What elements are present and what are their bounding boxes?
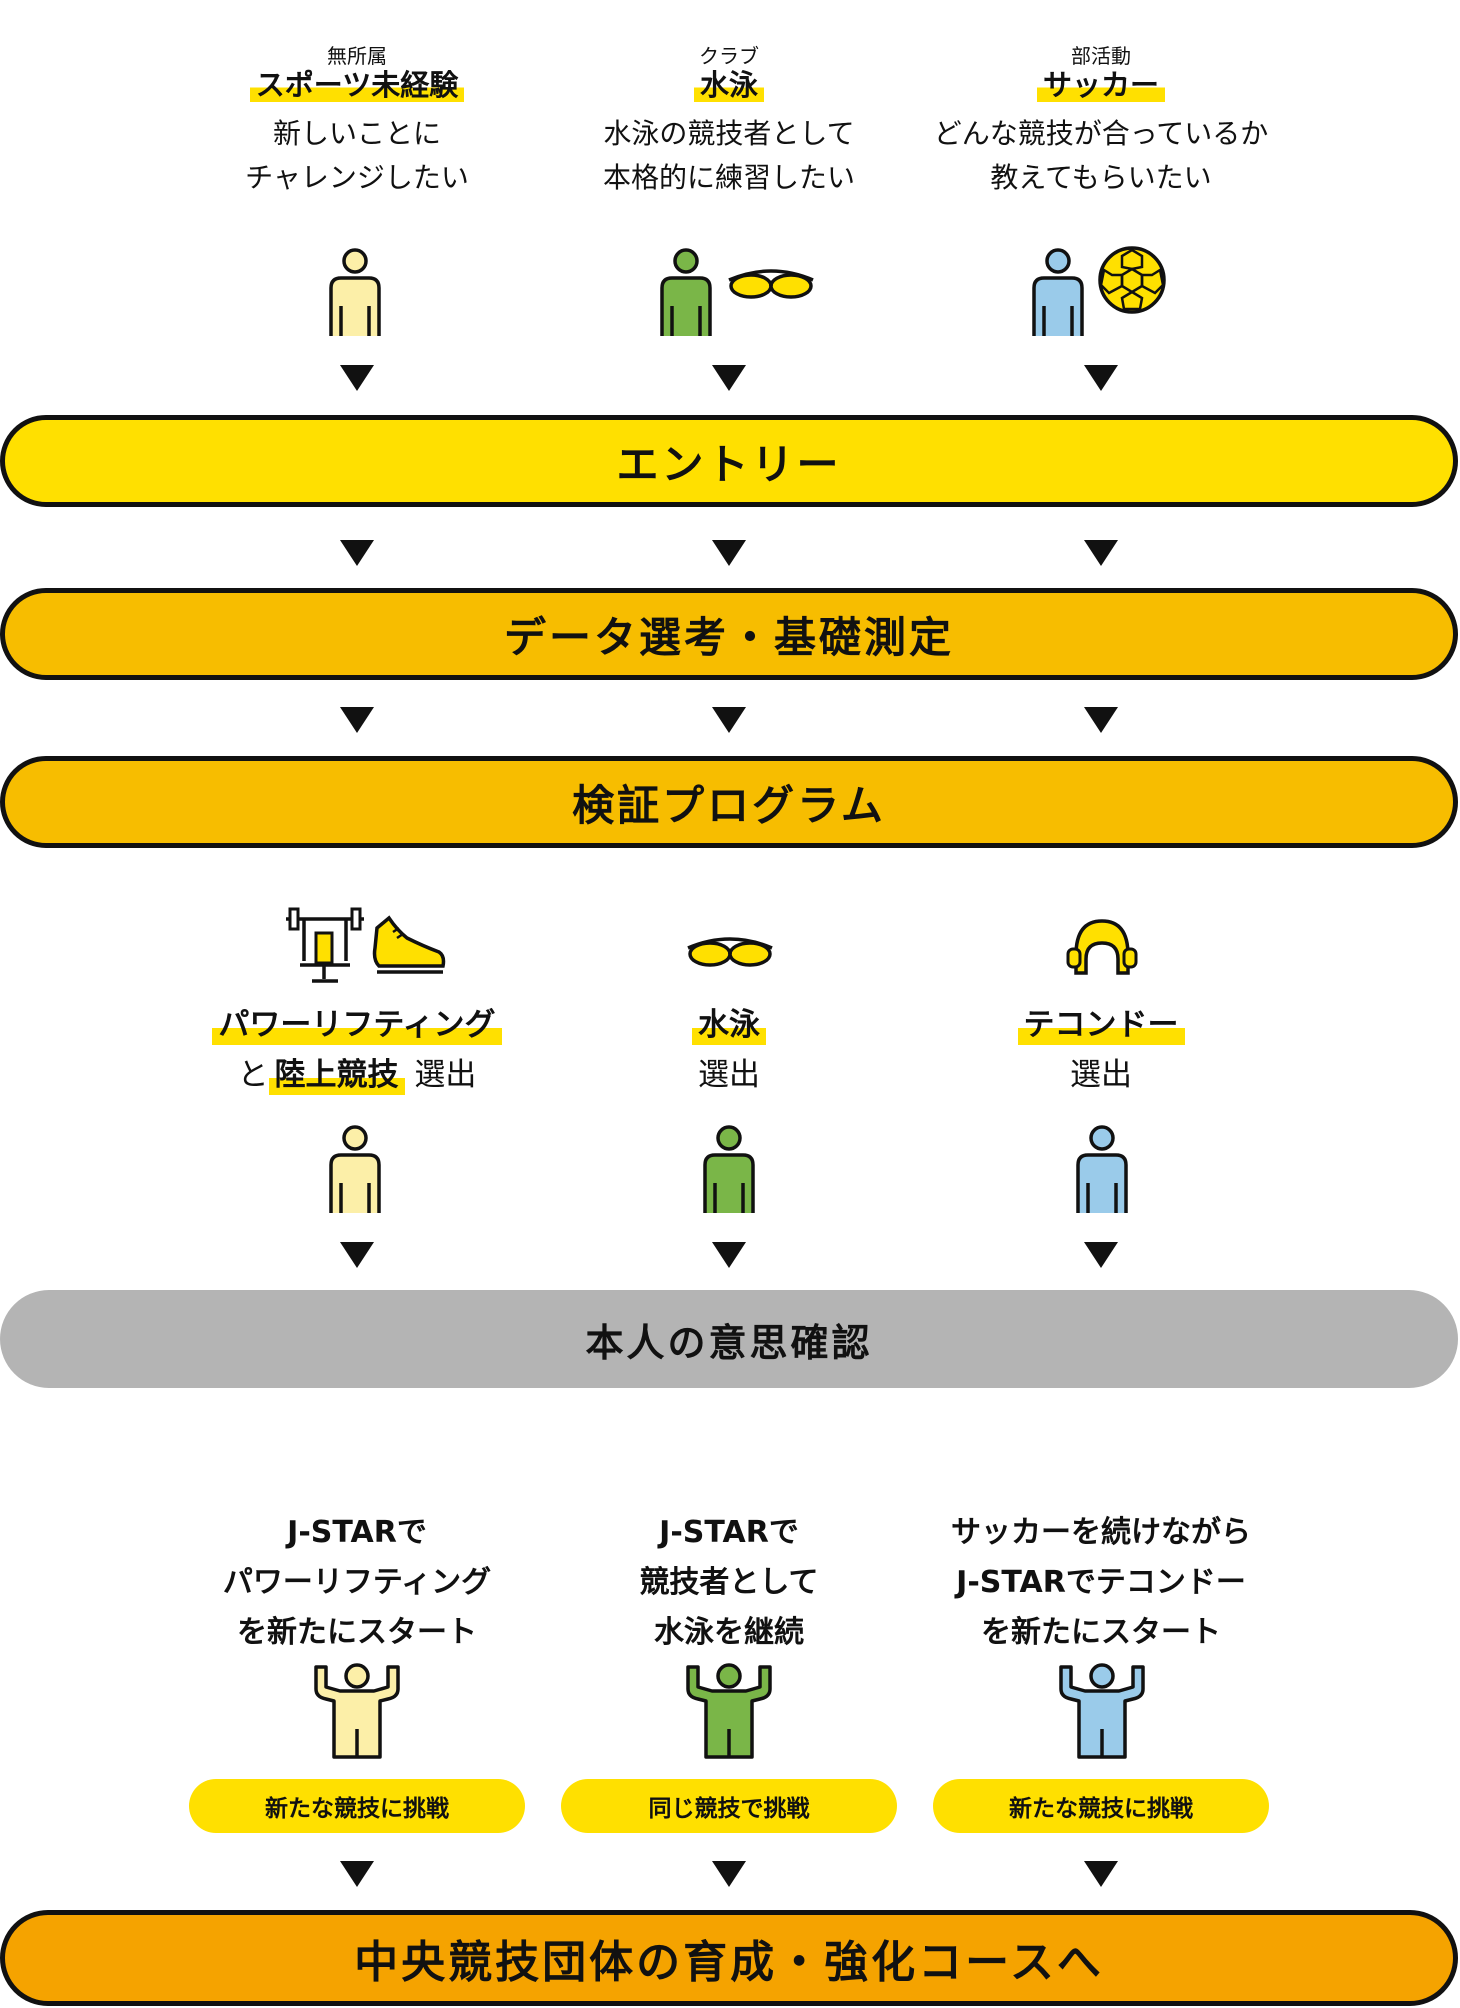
- stage-label: 本人の意思確認: [585, 1320, 873, 1365]
- badge-label: 同じ競技で挑戦: [648, 1796, 810, 1822]
- applicant-desc: どんな競技が合っているか 教えてもらいたい: [921, 112, 1281, 200]
- selection-taekwondo: テコンドー 選出: [921, 1000, 1281, 1100]
- down-arrow-icon: [1084, 1242, 1118, 1268]
- selection-line-2: と陸上競技 選出: [167, 1050, 547, 1100]
- soccer-ball-icon: [1098, 246, 1166, 314]
- challenge-badge: 新たな競技に挑戦: [189, 1779, 525, 1833]
- applicant-unaffiliated: 無所属 スポーツ未経験 新しいことに チャレンジしたい: [177, 44, 537, 200]
- desc-line: どんな競技が合っているか: [933, 117, 1269, 150]
- stage-final: 中央競技団体の育成・強化コースへ: [0, 1910, 1458, 2006]
- result-swimming: J-STARで 競技者として 水泳を継続: [549, 1508, 909, 1658]
- stage-label: データ選考・基礎測定: [503, 612, 954, 662]
- applicant-tag: クラブ: [699, 44, 759, 68]
- result-line: を新たにスタート: [981, 1615, 1221, 1650]
- stage-data-selection: データ選考・基礎測定: [0, 588, 1458, 680]
- selected-sport: パワーリフティング: [212, 1005, 502, 1045]
- applicant-desc: 新しいことに チャレンジしたい: [177, 112, 537, 200]
- person-icon: [329, 248, 381, 336]
- down-arrow-icon: [1084, 1861, 1118, 1887]
- cheering-person-icon: [686, 1663, 772, 1759]
- applicant-school-club: 部活動 サッカー どんな競技が合っているか 教えてもらいたい: [921, 44, 1281, 200]
- down-arrow-icon: [712, 1861, 746, 1887]
- down-arrow-icon: [340, 540, 374, 566]
- stage-label: 中央競技団体の育成・強化コースへ: [354, 1937, 1104, 1988]
- person-icon: [1076, 1125, 1128, 1213]
- selected-sport: 陸上競技: [268, 1055, 405, 1095]
- result-line: J-STARで: [659, 1515, 799, 1550]
- selected-sport: 水泳: [692, 1005, 766, 1045]
- desc-line: 教えてもらいたい: [990, 161, 1212, 194]
- selection-suffix: 選出: [698, 1057, 760, 1093]
- challenge-badge: 新たな競技に挑戦: [933, 1779, 1269, 1833]
- down-arrow-icon: [712, 365, 746, 391]
- bench-press-icon: [286, 907, 364, 983]
- applicant-club: クラブ 水泳 水泳の競技者として 本格的に練習したい: [549, 44, 909, 200]
- stage-label: 検証プログラム: [572, 780, 886, 830]
- applicant-tag: 無所属: [327, 44, 387, 68]
- result-line: 水泳を継続: [654, 1615, 804, 1650]
- person-icon: [703, 1125, 755, 1213]
- desc-line: 新しいことに: [272, 117, 441, 150]
- desc-line: 本格的に練習したい: [602, 161, 855, 194]
- applicant-title: サッカー: [1036, 68, 1165, 102]
- desc-line: 水泳の競技者として: [603, 117, 855, 150]
- selection-swimming: 水泳 選出: [549, 1000, 909, 1100]
- down-arrow-icon: [1084, 540, 1118, 566]
- cheering-person-icon: [314, 1663, 400, 1759]
- result-taekwondo: サッカーを続けながら J-STARでテコンドー を新たにスタート: [921, 1508, 1281, 1658]
- down-arrow-icon: [1084, 707, 1118, 733]
- goggles-icon: [728, 269, 814, 299]
- selection-suffix: 選出: [1070, 1057, 1132, 1093]
- person-icon: [329, 1125, 381, 1213]
- applicant-title: スポーツ未経験: [249, 68, 465, 102]
- down-arrow-icon: [340, 1242, 374, 1268]
- goggles-icon: [687, 937, 773, 967]
- result-line: J-STARでテコンドー: [956, 1565, 1246, 1600]
- down-arrow-icon: [712, 1242, 746, 1268]
- applicant-title: 水泳: [693, 68, 764, 102]
- challenge-badge: 同じ競技で挑戦: [561, 1779, 897, 1833]
- down-arrow-icon: [1084, 365, 1118, 391]
- stage-intention: 本人の意思確認: [0, 1290, 1458, 1388]
- result-line: パワーリフティング: [222, 1565, 492, 1600]
- selection-line-1: パワーリフティング: [167, 1000, 547, 1050]
- stage-entry: エントリー: [0, 415, 1458, 507]
- person-icon: [1032, 248, 1084, 336]
- down-arrow-icon: [712, 540, 746, 566]
- headgear-icon: [1066, 919, 1138, 975]
- badge-label: 新たな競技に挑戦: [265, 1796, 449, 1822]
- result-line: 競技者として: [639, 1565, 819, 1600]
- stage-label: エントリー: [616, 439, 842, 489]
- selected-sport: テコンドー: [1017, 1005, 1185, 1045]
- down-arrow-icon: [712, 707, 746, 733]
- person-icon: [660, 248, 712, 336]
- running-shoe-icon: [372, 915, 446, 974]
- down-arrow-icon: [340, 1861, 374, 1887]
- result-powerlifting: J-STARで パワーリフティング を新たにスタート: [177, 1508, 537, 1658]
- desc-line: チャレンジしたい: [245, 161, 469, 194]
- applicant-tag: 部活動: [1071, 44, 1131, 68]
- selection-powerlifting-athletics: パワーリフティング と陸上競技 選出: [167, 1000, 547, 1100]
- badge-label: 新たな競技に挑戦: [1009, 1796, 1193, 1822]
- cheering-person-icon: [1059, 1663, 1145, 1759]
- stage-verification: 検証プログラム: [0, 756, 1458, 848]
- selection-suffix: 選出: [414, 1057, 477, 1093]
- down-arrow-icon: [340, 707, 374, 733]
- selection-conjunction: と: [237, 1057, 269, 1093]
- result-line: サッカーを続けながら: [951, 1515, 1251, 1550]
- down-arrow-icon: [340, 365, 374, 391]
- result-line: J-STARで: [287, 1515, 427, 1550]
- applicant-desc: 水泳の競技者として 本格的に練習したい: [549, 112, 909, 200]
- result-line: を新たにスタート: [237, 1615, 477, 1650]
